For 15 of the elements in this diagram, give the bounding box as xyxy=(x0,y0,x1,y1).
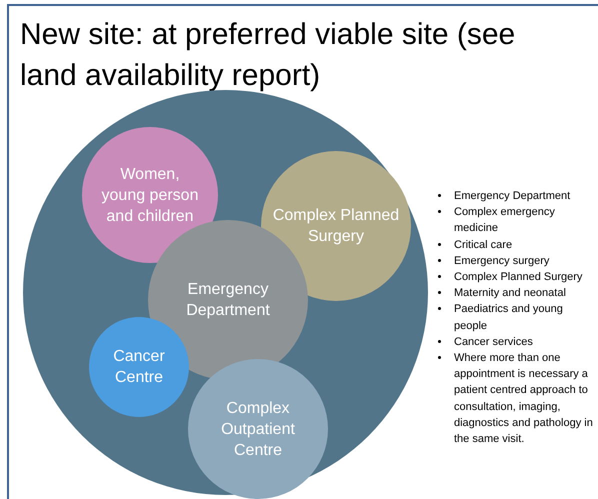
bullet-item: Complex emergency medicine xyxy=(434,204,596,237)
bullet-item: Critical care xyxy=(434,236,596,253)
bullet-item: Paediatrics and young people xyxy=(434,301,596,334)
circle-label: Women, young person and children xyxy=(100,164,200,226)
bullet-item: Emergency surgery xyxy=(434,252,596,270)
bullet-item: Emergency Department xyxy=(434,188,596,204)
bullet-item: Where more than one appointment is necessary a patient centred approach to consultation, imaging, diagnostics and pathology in the same visit. xyxy=(434,350,596,448)
circle-label: Cancer Centre xyxy=(112,347,166,388)
bullet-item: Maternity and neonatal xyxy=(434,285,596,302)
circle-label: Complex Outpatient Centre xyxy=(220,398,296,460)
circle-label: Complex Planned Surgery xyxy=(272,206,400,247)
circle-label: Emergency Department xyxy=(185,280,271,321)
title: New site: at preferred viable site (see land availability report) xyxy=(20,17,516,94)
bullet-item: Cancer services xyxy=(434,334,596,350)
bullet-item: Complex Planned Surgery xyxy=(434,269,596,286)
